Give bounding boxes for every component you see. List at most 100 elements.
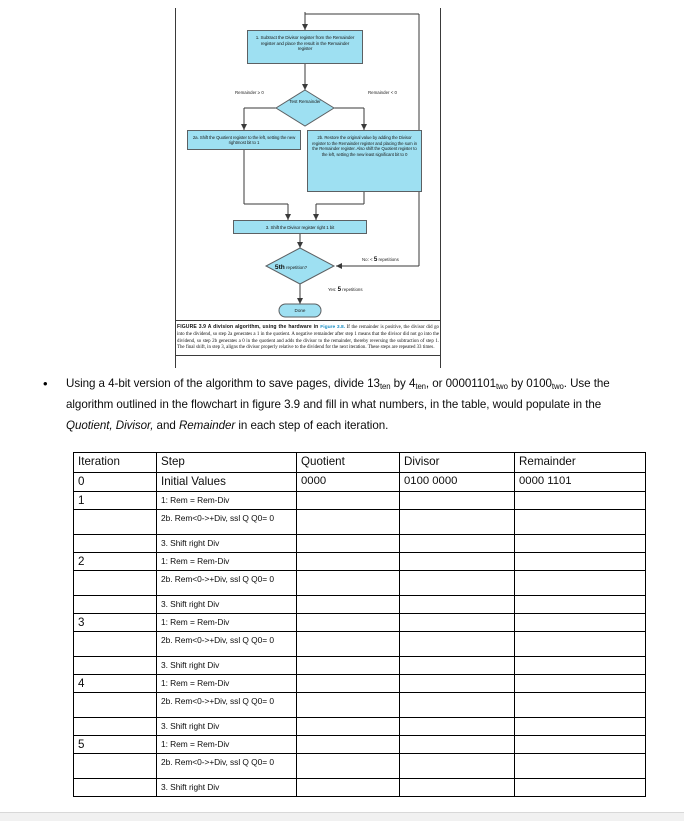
cell-remainder-3-2[interactable]: [514, 631, 646, 657]
cell-quotient-1-3[interactable]: [296, 534, 400, 553]
cell-remainder-5-2[interactable]: [514, 753, 646, 779]
flow-step-2b-box: 2b. Restore the original value by adding…: [307, 130, 422, 192]
cell-step-1-2: 2b. Rem<0->+Div, ssl Q Q0= 0: [156, 509, 297, 535]
cell-divisor-1-1[interactable]: [399, 491, 515, 510]
cell-iteration-blank-1-2: [73, 509, 157, 535]
cell-quotient-5-1[interactable]: [296, 735, 400, 754]
figure-caption-reference: Figure 3.8.: [320, 325, 346, 330]
cell-remainder-5-1[interactable]: [514, 735, 646, 754]
repetition-label-rest: repetition?: [284, 265, 308, 270]
cell-divisor-5-1[interactable]: [399, 735, 515, 754]
cell-quotient-3-3[interactable]: [296, 656, 400, 675]
cell-iteration-blank-5-3: [73, 778, 157, 797]
table-row: 2b. Rem<0->+Div, ssl Q Q0= 0: [73, 631, 646, 657]
cell-remainder-3-1[interactable]: [514, 613, 646, 632]
column-header-step: Step: [156, 452, 297, 473]
cell-divisor-2-1[interactable]: [399, 552, 515, 571]
cell-quotient-1-1[interactable]: [296, 491, 400, 510]
table-row: 3. Shift right Div: [73, 534, 646, 553]
figure-caption-body: If the remainder is positive, the diviso…: [177, 325, 439, 351]
cell-quotient-3-1[interactable]: [296, 613, 400, 632]
question-part-1: Using a 4-bit version of the algorithm t…: [66, 377, 380, 390]
cell-iteration-blank-2-2: [73, 570, 157, 596]
cell-remainder-initial[interactable]: 0000 1101: [514, 472, 646, 492]
cell-quotient-5-3[interactable]: [296, 778, 400, 797]
edge-label-no-count: 5: [373, 256, 378, 263]
question-part-5: . Use the algorithm outlined in the flow…: [66, 377, 610, 412]
cell-step-2-1: 1: Rem = Rem-Div: [156, 552, 297, 571]
edge-label-yes-prefix: Yes:: [328, 287, 338, 292]
cell-divisor-2-3[interactable]: [399, 595, 515, 614]
cell-divisor-5-2[interactable]: [399, 753, 515, 779]
cell-remainder-1-2[interactable]: [514, 509, 646, 535]
cell-quotient-2-3[interactable]: [296, 595, 400, 614]
cell-step-1-1: 1: Rem = Rem-Div: [156, 491, 297, 510]
cell-remainder-1-3[interactable]: [514, 534, 646, 553]
cell-iteration-0: 0: [73, 472, 157, 492]
cell-step-5-1: 1: Rem = Rem-Div: [156, 735, 297, 754]
done-label: Done: [294, 308, 306, 313]
cell-remainder-2-1[interactable]: [514, 552, 646, 571]
cell-iteration-5: 5: [73, 735, 157, 754]
cell-remainder-1-1[interactable]: [514, 491, 646, 510]
cell-remainder-3-3[interactable]: [514, 656, 646, 675]
cell-quotient-4-2[interactable]: [296, 692, 400, 718]
cell-remainder-2-2[interactable]: [514, 570, 646, 596]
table-row: 2b. Rem<0->+Div, ssl Q Q0= 0: [73, 753, 646, 779]
table-row: 2b. Rem<0->+Div, ssl Q Q0= 0: [73, 692, 646, 718]
cell-remainder-4-1[interactable]: [514, 674, 646, 693]
decision-test-remainder: [275, 89, 335, 127]
cell-iteration-1: 1: [73, 491, 157, 510]
cell-quotient-4-1[interactable]: [296, 674, 400, 693]
cell-remainder-4-2[interactable]: [514, 692, 646, 718]
cell-quotient-4-3[interactable]: [296, 717, 400, 736]
cell-quotient-2-1[interactable]: [296, 552, 400, 571]
cell-divisor-4-2[interactable]: [399, 692, 515, 718]
table-row: 3. Shift right Div: [73, 595, 646, 614]
cell-iteration-blank-2-3: [73, 595, 157, 614]
table-row: 2 1: Rem = Rem-Div: [73, 552, 646, 571]
cell-quotient-3-2[interactable]: [296, 631, 400, 657]
cell-divisor-5-3[interactable]: [399, 778, 515, 797]
table-header-row: Iteration Step Quotient Divisor Remainde…: [73, 452, 646, 473]
question-part-2: by 4: [390, 377, 416, 390]
flow-step-1-box: 1. Subtract the Divisor register from th…: [247, 30, 363, 64]
question-part-4: by 0100: [507, 377, 552, 390]
cell-remainder-4-3[interactable]: [514, 717, 646, 736]
cell-step-3-2: 2b. Rem<0->+Div, ssl Q Q0= 0: [156, 631, 297, 657]
edge-label-no: No: < 5 repetitions: [362, 256, 399, 263]
question-sub-two-2: two: [551, 382, 564, 391]
cell-remainder-2-3[interactable]: [514, 595, 646, 614]
flowchart-connectors: [241, 12, 420, 318]
cell-divisor-3-1[interactable]: [399, 613, 515, 632]
cell-divisor-initial[interactable]: 0100 0000: [399, 472, 515, 492]
cell-divisor-3-3[interactable]: [399, 656, 515, 675]
cell-divisor-1-3[interactable]: [399, 534, 515, 553]
cell-iteration-blank-1-3: [73, 534, 157, 553]
column-header-quotient: Quotient: [296, 452, 400, 473]
cell-divisor-4-1[interactable]: [399, 674, 515, 693]
cell-quotient-1-2[interactable]: [296, 509, 400, 535]
question-part-3: , or 00001101: [425, 377, 496, 390]
cell-step-5-2: 2b. Rem<0->+Div, ssl Q Q0= 0: [156, 753, 297, 779]
cell-quotient-2-2[interactable]: [296, 570, 400, 596]
done-terminator: [278, 303, 322, 318]
cell-divisor-2-2[interactable]: [399, 570, 515, 596]
cell-divisor-1-2[interactable]: [399, 509, 515, 535]
cell-step-2-2: 2b. Rem<0->+Div, ssl Q Q0= 0: [156, 570, 297, 596]
question-bullet: • Using a 4-bit version of the algorithm…: [40, 374, 650, 436]
table-row: 3. Shift right Div: [73, 717, 646, 736]
cell-iteration-blank-3-3: [73, 656, 157, 675]
cell-divisor-4-3[interactable]: [399, 717, 515, 736]
cell-step-4-2: 2b. Rem<0->+Div, ssl Q Q0= 0: [156, 692, 297, 718]
cell-remainder-5-3[interactable]: [514, 778, 646, 797]
division-trace-table: Iteration Step Quotient Divisor Remainde…: [73, 452, 646, 797]
flow-step-2a-box: 2a. Shift the Quotient register to the l…: [187, 130, 301, 150]
column-header-divisor: Divisor: [399, 452, 515, 473]
page-bottom-edge: [0, 812, 684, 821]
cell-quotient-initial[interactable]: 0000: [296, 472, 400, 492]
table-row: 2b. Rem<0->+Div, ssl Q Q0= 0: [73, 570, 646, 596]
cell-divisor-3-2[interactable]: [399, 631, 515, 657]
column-header-remainder: Remainder: [514, 452, 646, 473]
cell-quotient-5-2[interactable]: [296, 753, 400, 779]
